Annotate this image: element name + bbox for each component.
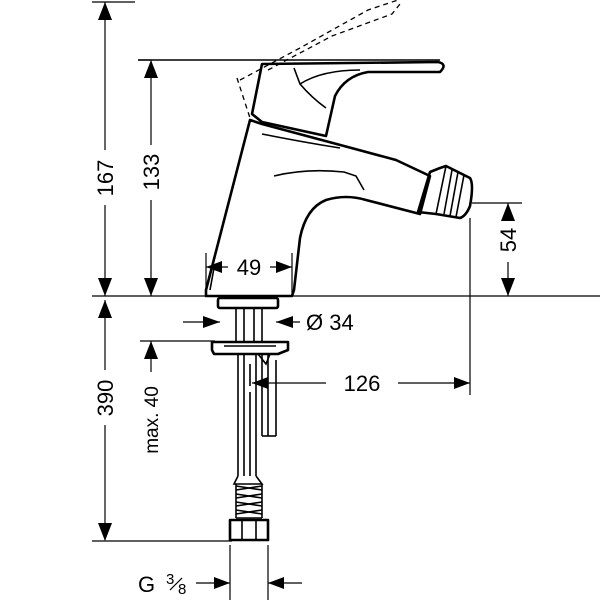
faucet-rod (249, 354, 277, 437)
dimension-connection-numerator: 3 (166, 571, 174, 588)
dimension-49-label: 49 (237, 255, 261, 280)
dimension-167: 167 (92, 1, 135, 296)
faucet-lever (138, 59, 445, 138)
dimension-max-40-label: max. 40 (142, 386, 163, 454)
dimension-diameter-34: Ø 34 (183, 310, 354, 335)
dimension-max-40: max. 40 (140, 340, 215, 454)
dimension-390: 390 (92, 300, 232, 542)
dimension-126: 126 (252, 218, 471, 396)
dimension-49: 49 (205, 253, 293, 296)
dimension-54-label: 54 (496, 228, 521, 252)
faucet-connection-nut (228, 517, 270, 542)
dimension-connection-thread: G 3 8 (138, 545, 302, 600)
dimension-390-label: 390 (93, 380, 118, 417)
dimension-167-label: 167 (93, 160, 118, 197)
dimension-connection-denominator: 8 (178, 581, 186, 598)
dimension-133-label: 133 (139, 154, 164, 191)
faucet-mounting-shank (216, 296, 280, 342)
dimension-133: 133 (138, 59, 164, 296)
dimension-diameter-34-label: Ø 34 (306, 310, 354, 335)
dimension-connection-g: G (138, 572, 155, 597)
faucet-supply-hose (232, 354, 264, 518)
faucet-aerator (416, 164, 474, 220)
dimension-54: 54 (472, 202, 522, 296)
faucet-body (204, 118, 432, 298)
dimension-126-label: 126 (344, 371, 381, 396)
faucet-lever-open-position (236, 0, 401, 119)
